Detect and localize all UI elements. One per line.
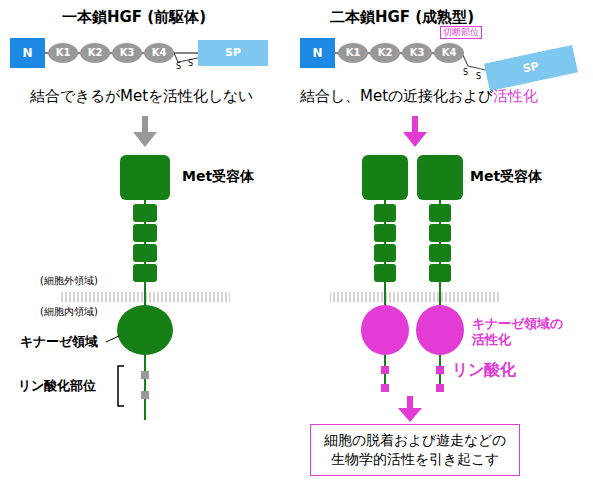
part-label: キナーゼ領域 — [20, 334, 98, 350]
receptor-label: Met受容体 — [182, 168, 254, 186]
sulfur-label: S — [188, 59, 193, 69]
node-text: K1 — [346, 46, 361, 60]
arrow-shaft — [412, 116, 418, 134]
panel-title: 二本鎖HGF (成熟型) — [330, 8, 474, 27]
node-text: N — [22, 45, 32, 61]
kringle-domain: K2 — [80, 43, 110, 63]
disulfide-line — [174, 53, 198, 62]
region-label: (細胞内領域) — [40, 306, 98, 319]
bracket — [118, 366, 124, 406]
binding-note: 結合し、Metの近接化および — [300, 87, 493, 106]
arrow-head — [403, 132, 427, 147]
node-text: K1 — [56, 46, 71, 60]
panel-title: 一本鎖HGF (前駆体) — [62, 8, 206, 27]
domain-box: N — [300, 38, 335, 68]
node-text: 細胞の脱着および遊走などの 生物学的活性を引き起こす — [321, 431, 509, 469]
kringle-domain: K4 — [434, 43, 464, 63]
part-label: リン酸化 — [452, 360, 516, 380]
cleavage-label: 切断部位 — [440, 26, 482, 39]
part-label: キナーゼ領域の活性化 — [472, 316, 568, 349]
binding-note-highlight: 活性化 — [493, 87, 538, 106]
met-receptor — [117, 155, 173, 420]
leader-line — [106, 336, 119, 342]
node-text: N — [312, 45, 322, 61]
kringle-ellipse — [112, 43, 142, 63]
node-text: K4 — [152, 46, 167, 60]
kringle-ellipse — [338, 43, 368, 63]
arrow-shaft — [407, 396, 413, 410]
kringle-domain: K1 — [48, 43, 78, 63]
sulfur-label: S — [176, 62, 181, 72]
domain-box: N — [10, 38, 45, 68]
arrow-head — [133, 132, 157, 147]
membrane — [330, 292, 500, 302]
kringle-ellipse — [402, 43, 432, 63]
node-text: K4 — [442, 46, 457, 60]
arrow-shaft — [142, 116, 148, 134]
sulfur-label: S — [463, 68, 468, 78]
disulfide-line — [462, 53, 486, 70]
node-text: K3 — [410, 46, 425, 60]
node-text: K2 — [378, 46, 393, 60]
kringle-ellipse — [80, 43, 110, 63]
kringle-domain: K3 — [112, 43, 142, 63]
kringle-ellipse — [144, 43, 174, 63]
met-receptor — [361, 155, 409, 392]
binding-note: 結合できるがMetを活性化しない — [30, 87, 253, 106]
region-label: (細胞外領域) — [40, 275, 98, 288]
receptor-label: Met受容体 — [470, 168, 542, 186]
node-text: K3 — [120, 46, 135, 60]
kringle-domain: K3 — [402, 43, 432, 63]
kringle-ellipse — [370, 43, 400, 63]
sulfur-label: S — [476, 72, 481, 82]
domain-box: SP — [198, 40, 268, 66]
kringle-domain: K2 — [370, 43, 400, 63]
kringle-ellipse — [48, 43, 78, 63]
kringle-domain: K1 — [338, 43, 368, 63]
domain-box: SP — [484, 45, 578, 91]
result-box: 細胞の脱着および遊走などの 生物学的活性を引き起こす — [310, 424, 520, 476]
node-text: SP — [522, 59, 541, 77]
arrow-head — [398, 408, 422, 422]
kringle-ellipse — [434, 43, 464, 63]
part-label: リン酸化部位 — [18, 378, 96, 394]
kringle-domain: K4 — [144, 43, 174, 63]
node-text: SP — [225, 46, 241, 61]
met-receptor — [416, 155, 464, 392]
node-text: K2 — [88, 46, 103, 60]
